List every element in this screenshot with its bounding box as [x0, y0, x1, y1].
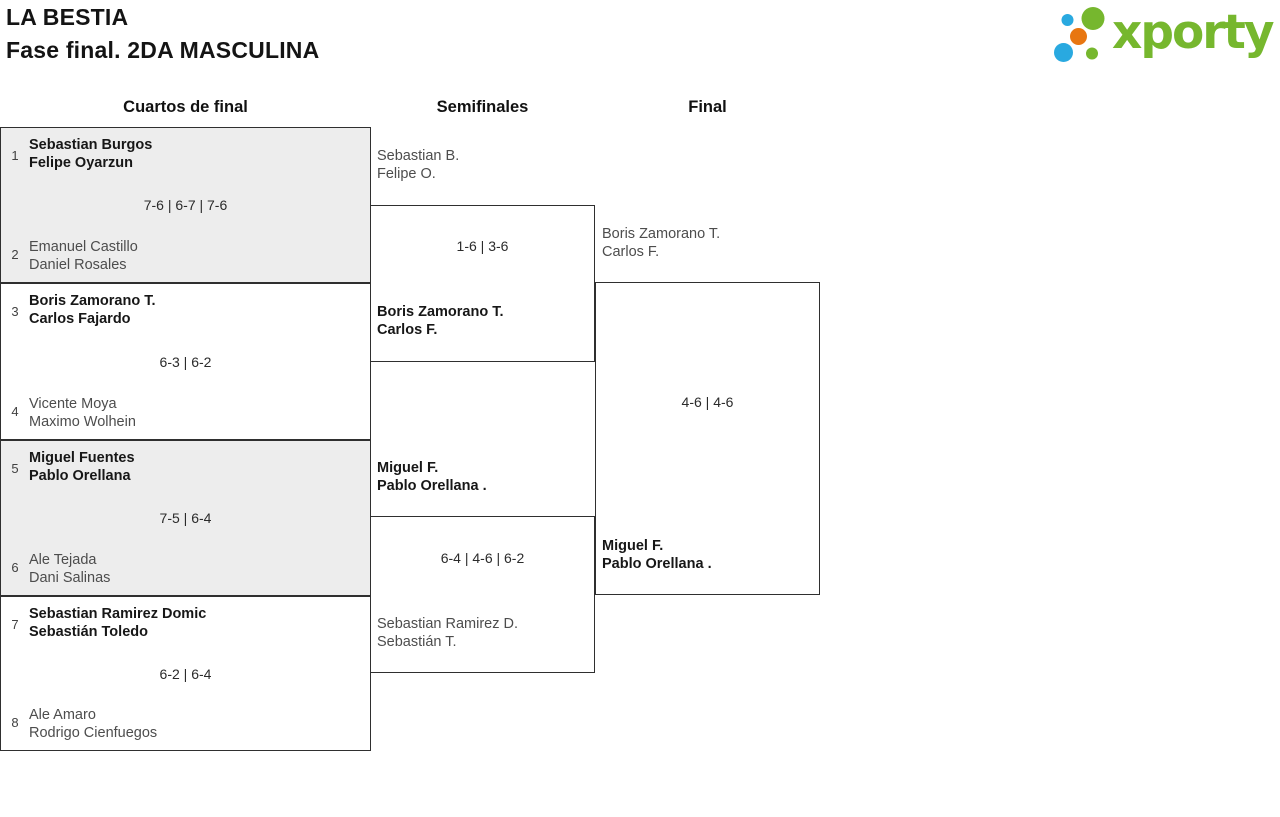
match-box-qf3: 5 Miguel Fuentes Pablo Orellana 7-5 | 6-… — [0, 440, 371, 596]
player-name: Vicente Moya — [29, 396, 117, 412]
player-name: Daniel Rosales — [29, 257, 127, 273]
seed-number-6: 6 — [11, 560, 19, 575]
team-sf2-top: Miguel F. Pablo Orellana . — [377, 459, 487, 495]
player-name: Boris Zamorano T. — [377, 304, 504, 320]
team-qf1-top: Sebastian Burgos Felipe Oyarzun — [29, 136, 152, 172]
team-qf2-top: Boris Zamorano T. Carlos Fajardo — [29, 292, 156, 328]
player-name: Ale Tejada — [29, 552, 97, 568]
player-name: Maximo Wolhein — [29, 414, 136, 430]
match-score-sf2: 6-4 | 4-6 | 6-2 — [440, 550, 525, 566]
category-subtitle: Fase final. 2DA MASCULINA — [6, 37, 320, 63]
team-sf2-bottom: Sebastian Ramirez D. Sebastián T. — [377, 615, 518, 651]
match-box-qf2: 3 Boris Zamorano T. Carlos Fajardo 6-3 |… — [0, 283, 371, 440]
match-score-sf1: 1-6 | 3-6 — [456, 238, 509, 254]
match-score-qf2: 6-3 | 6-2 — [159, 353, 212, 370]
player-name: Miguel F. — [602, 538, 664, 554]
player-name: Boris Zamorano T. — [602, 226, 721, 242]
player-name: Pablo Orellana . — [377, 478, 487, 494]
match-score-qf4: 6-2 | 6-4 — [159, 665, 212, 682]
player-name: Sebastian B. — [377, 148, 460, 164]
player-name: Felipe O. — [377, 166, 436, 182]
player-name: Pablo Orellana — [29, 468, 131, 484]
match-box-qf4: 7 Sebastian Ramirez Domic Sebastián Tole… — [0, 596, 371, 751]
player-name: Ale Amaro — [29, 707, 96, 723]
team-qf1-bottom: Emanuel Castillo Daniel Rosales — [29, 238, 138, 274]
team-sf1-top: Sebastian B. Felipe O. — [377, 147, 459, 183]
player-name: Boris Zamorano T. — [29, 293, 156, 309]
logo-dot-orange — [1070, 28, 1087, 45]
player-name: Sebastian Ramirez Domic — [29, 606, 207, 622]
player-name: Felipe Oyarzun — [29, 155, 133, 171]
player-name: Pablo Orellana . — [602, 556, 712, 572]
round-header-cuartos-de-final: Cuartos de final — [123, 98, 248, 116]
match-score-qf3: 7-5 | 6-4 — [159, 510, 212, 526]
round-header-final: Final — [688, 98, 727, 116]
seed-number-7: 7 — [11, 617, 19, 632]
round-header-semifinales: Semifinales — [436, 98, 529, 116]
logo-dot-blue-small — [1061, 14, 1074, 26]
logo-dot-blue-large — [1054, 43, 1073, 62]
match-box-sf1 — [370, 205, 595, 362]
logo-dot-green-large — [1081, 7, 1105, 30]
seed-number-2: 2 — [11, 247, 19, 262]
team-qf2-bottom: Vicente Moya Maximo Wolhein — [29, 395, 136, 431]
seed-number-1: 1 — [11, 148, 19, 163]
team-qf4-top: Sebastian Ramirez Domic Sebastián Toledo — [29, 605, 206, 641]
page-header: LA BESTIA Fase final. 2DA MASCULINA — [6, 1, 319, 67]
player-name: Miguel F. — [377, 460, 439, 476]
xporty-logo-text: xporty — [1112, 4, 1275, 60]
team-final-top: Boris Zamorano T. Carlos F. — [602, 225, 720, 261]
player-name: Sebastian Burgos — [29, 137, 153, 153]
match-box-qf1: 1 Sebastian Burgos Felipe Oyarzun 7-6 | … — [0, 127, 371, 283]
player-name: Sebastian Ramirez D. — [377, 616, 519, 632]
player-name: Sebastián Toledo — [29, 624, 148, 640]
match-score-final: 4-6 | 4-6 — [681, 394, 734, 410]
seed-number-3: 3 — [11, 304, 19, 319]
player-name: Carlos F. — [602, 244, 660, 260]
player-name: Carlos Fajardo — [29, 311, 131, 327]
player-name: Miguel Fuentes — [29, 450, 135, 466]
team-qf3-bottom: Ale Tejada Dani Salinas — [29, 551, 110, 587]
player-name: Dani Salinas — [29, 570, 111, 586]
team-qf4-bottom: Ale Amaro Rodrigo Cienfuegos — [29, 706, 157, 742]
player-name: Sebastián T. — [377, 634, 457, 650]
xporty-logo-dots-icon — [1054, 7, 1105, 62]
match-box-final — [595, 282, 820, 595]
seed-number-8: 8 — [11, 715, 19, 730]
player-name: Rodrigo Cienfuegos — [29, 725, 158, 741]
match-box-sf2 — [370, 516, 595, 673]
team-sf1-bottom: Boris Zamorano T. Carlos F. — [377, 303, 504, 339]
seed-number-4: 4 — [11, 404, 19, 419]
player-name: Emanuel Castillo — [29, 239, 138, 255]
tournament-title: LA BESTIA — [6, 4, 129, 30]
player-name: Carlos F. — [377, 322, 438, 338]
team-qf3-top: Miguel Fuentes Pablo Orellana — [29, 449, 135, 485]
xporty-logo[interactable]: xporty — [1046, 4, 1275, 66]
team-final-bottom: Miguel F. Pablo Orellana . — [602, 537, 712, 573]
logo-dot-green-small — [1086, 47, 1098, 60]
seed-number-5: 5 — [11, 461, 19, 476]
match-score-qf1: 7-6 | 6-7 | 7-6 — [143, 197, 228, 213]
